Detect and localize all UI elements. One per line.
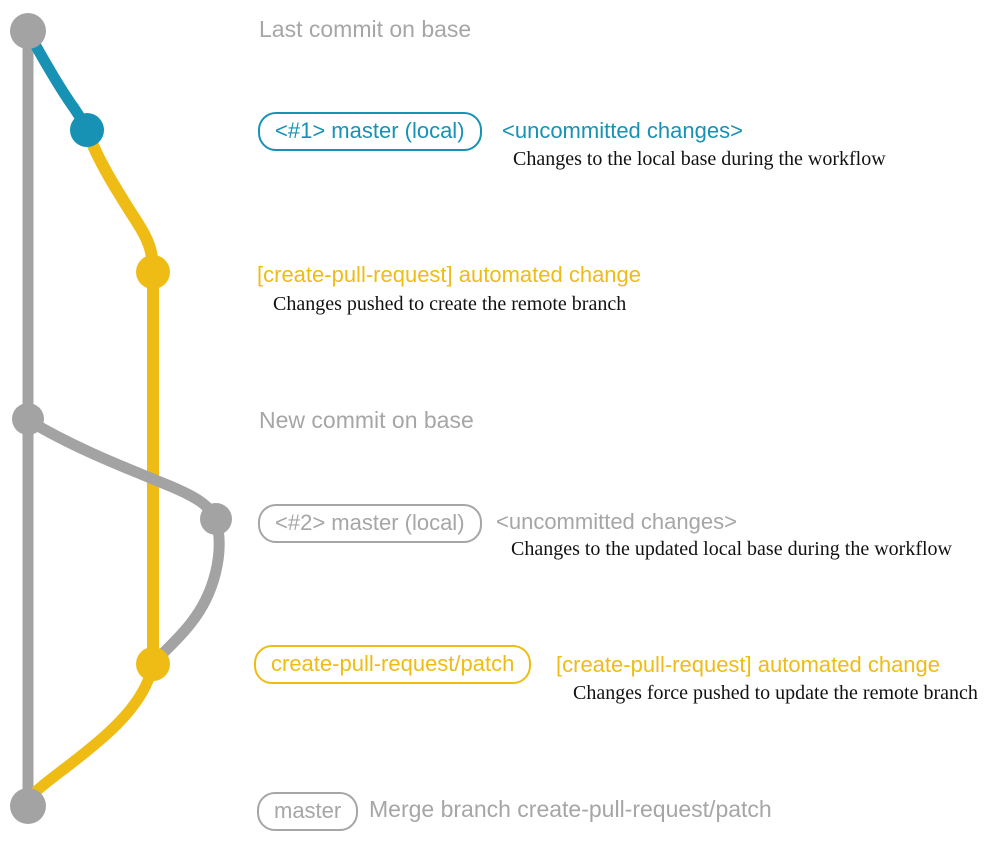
uncommitted-changes-title-1: <uncommitted changes>	[502, 118, 743, 143]
branch-pill-patch: create-pull-request/patch	[254, 645, 532, 684]
commit-node-last-base	[10, 13, 46, 49]
automated-change-title-2: [create-pull-request] automated change	[556, 652, 941, 677]
new-commit-heading: New commit on base	[259, 407, 474, 433]
merge-branch-label: Merge branch create-pull-request/patch	[369, 796, 772, 822]
uncommitted-changes-desc-1: Changes to the local base during the wor…	[513, 148, 886, 170]
commit-node-new-base	[12, 403, 44, 435]
merge-curve	[22, 658, 159, 805]
commit-node-local-2	[200, 503, 232, 535]
commit-node-remote-2	[136, 647, 170, 681]
rebase-curve-lower	[147, 513, 225, 670]
automated-change-desc-2: Changes force pushed to update the remot…	[573, 682, 978, 704]
automated-change-desc-1: Changes pushed to create the remote bran…	[273, 293, 627, 315]
automated-change-title-1: [create-pull-request] automated change	[257, 262, 642, 287]
commit-node-merge	[10, 788, 46, 824]
patch-branch-line	[81, 124, 159, 670]
uncommitted-changes-desc-2: Changes to the updated local base during…	[511, 538, 952, 560]
commit-node-local-1	[70, 113, 104, 147]
branch-pill-master-local-2: <#2> master (local)	[258, 504, 482, 543]
branch-pill-master-local-1: <#1> master (local)	[258, 112, 482, 151]
last-commit-heading: Last commit on base	[259, 16, 472, 42]
commit-node-remote-1	[136, 255, 170, 289]
rebase-curve-upper	[22, 414, 222, 525]
branch-pill-master: master	[257, 792, 359, 831]
uncommitted-changes-title-2: <uncommitted changes>	[496, 509, 737, 534]
